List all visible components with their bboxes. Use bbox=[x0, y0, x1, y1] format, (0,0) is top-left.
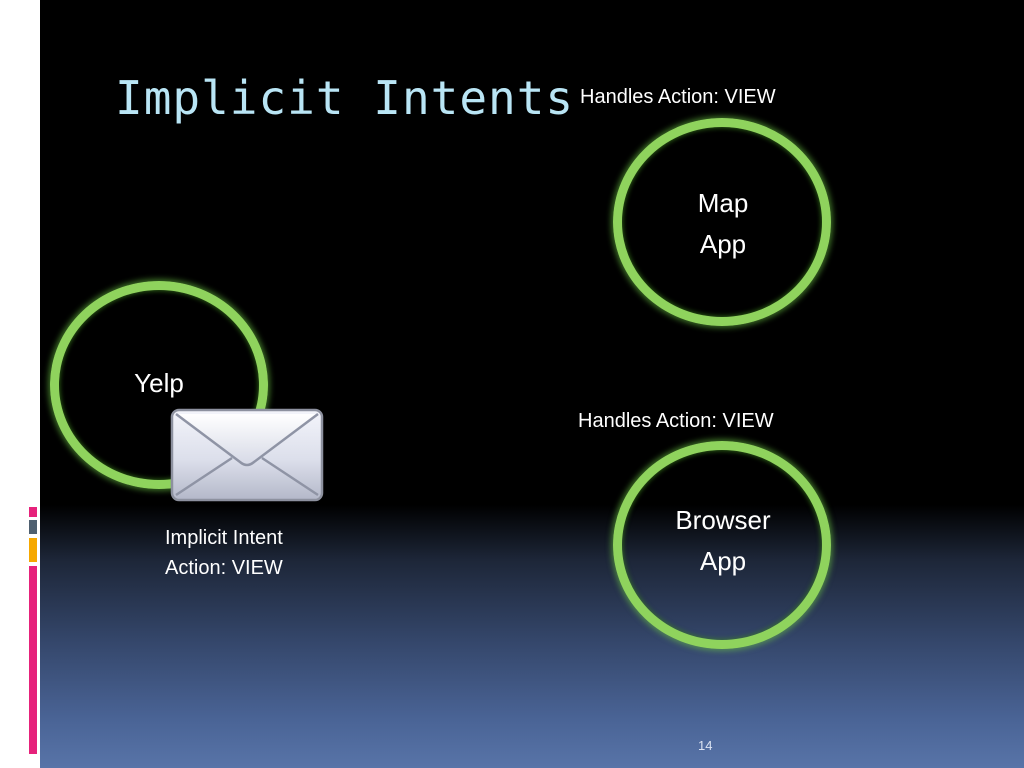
left-decorative-strip bbox=[0, 0, 40, 768]
map-handles-label: Handles Action: VIEW bbox=[580, 86, 776, 108]
map-app-ring bbox=[613, 118, 831, 326]
envelope-icon bbox=[170, 408, 324, 502]
browser-app-name-line1: Browser bbox=[675, 505, 771, 535]
browser-app-label: Browser App bbox=[623, 500, 823, 582]
map-app-name-line1: Map bbox=[697, 188, 749, 218]
map-app-name-line2: App bbox=[699, 229, 747, 259]
browser-app-ring bbox=[613, 441, 831, 649]
implicit-intent-line2: Action: VIEW bbox=[165, 557, 283, 579]
strip-accent-pink bbox=[29, 566, 37, 754]
page-number: 14 bbox=[698, 738, 713, 753]
browser-app-name-line2: App bbox=[699, 546, 747, 576]
strip-accent-grey bbox=[29, 520, 37, 534]
map-app-label: Map App bbox=[623, 183, 823, 265]
strip-accent-orange bbox=[29, 538, 37, 562]
yelp-ring bbox=[50, 281, 268, 489]
slide-title: Implicit Intents bbox=[115, 71, 575, 125]
yelp-label: Yelp bbox=[134, 368, 184, 398]
implicit-intent-line1: Implicit Intent bbox=[165, 527, 283, 549]
browser-handles-label: Handles Action: VIEW bbox=[578, 410, 774, 432]
strip-accent-pink-top bbox=[29, 507, 37, 517]
implicit-intent-label: Implicit Intent Action: VIEW bbox=[165, 523, 283, 583]
